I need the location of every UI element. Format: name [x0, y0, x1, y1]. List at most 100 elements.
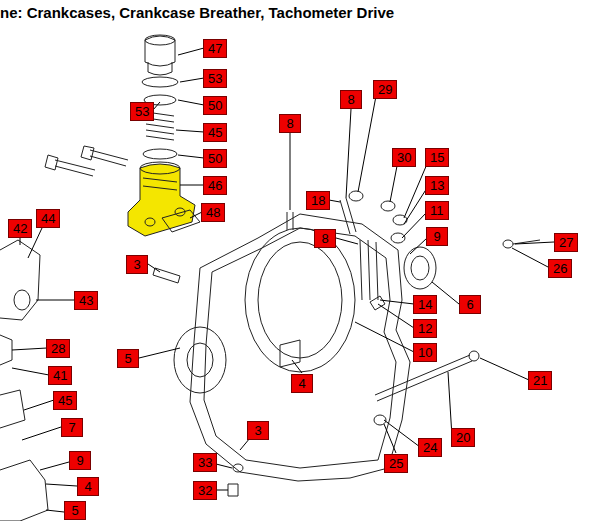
breather-cap	[145, 35, 175, 45]
callout-number-text: 48	[206, 204, 220, 221]
bearing	[187, 343, 213, 377]
oil-seal	[404, 247, 436, 289]
gearbox-part	[0, 335, 12, 365]
callout-number-text: 12	[418, 320, 432, 337]
callout-number-text: 6	[466, 296, 473, 313]
callout-number: 4	[77, 477, 99, 496]
nut	[349, 191, 363, 201]
callout-number-text: 25	[389, 455, 403, 472]
gasket	[162, 210, 200, 232]
callout-number: 6	[459, 295, 481, 314]
callout-number: 29	[373, 80, 397, 99]
callout-number-text: 53	[135, 103, 149, 120]
callout-number-text: 33	[198, 454, 212, 471]
callout-number: 12	[413, 319, 437, 338]
callout-number: 8	[279, 114, 301, 133]
stud	[287, 212, 293, 230]
page-title: ne: Crankcases, Crankcase Breather, Tach…	[0, 4, 394, 21]
callout-number-text: 5	[71, 502, 78, 519]
bolt	[81, 146, 128, 166]
callout-number: 9	[69, 451, 91, 470]
boss	[280, 340, 300, 367]
callout-number-text: 53	[208, 70, 222, 87]
callout-number: 3	[126, 255, 148, 274]
callout-number: 30	[392, 148, 416, 167]
callout-number: 3	[247, 421, 269, 440]
crankcase-bore	[245, 228, 355, 372]
callout-number: 25	[384, 454, 408, 473]
gearbox-part	[0, 460, 48, 521]
crankcase	[190, 214, 410, 481]
callout-number-text: 14	[418, 296, 432, 313]
callout-number: 45	[203, 123, 227, 142]
breather-body	[128, 164, 195, 236]
callout-number-text: 24	[423, 439, 437, 456]
callout-number-text: 45	[208, 124, 222, 141]
callout-number-text: 41	[53, 367, 67, 384]
callout-number: 42	[8, 219, 32, 238]
callout-number-text: 42	[13, 220, 27, 237]
callout-number: 18	[306, 191, 330, 210]
breather-cap	[148, 62, 172, 75]
breather-body	[145, 218, 155, 226]
oil-seal	[411, 256, 429, 280]
callout-number-text: 9	[433, 228, 440, 245]
callout-number: 5	[117, 349, 139, 368]
callout-number-text: 11	[430, 202, 444, 219]
callout-number: 11	[425, 201, 449, 220]
nut	[381, 201, 395, 211]
callout-number-text: 30	[397, 149, 411, 166]
callout-number-text: 50	[208, 150, 222, 167]
stud-end	[370, 296, 385, 310]
callout-number-text: 43	[79, 292, 93, 309]
gearbox-part	[14, 290, 30, 310]
nut	[503, 240, 513, 248]
callout-number: 15	[425, 148, 449, 167]
callout-number-text: 47	[208, 40, 222, 57]
callout-number-text: 28	[51, 340, 65, 357]
callout-number-text: 44	[41, 210, 55, 227]
washer	[391, 233, 405, 243]
callout-number-text: 20	[456, 429, 470, 446]
breather-body	[143, 178, 177, 190]
callout-number: 5	[64, 501, 86, 520]
callout-number-text: 50	[208, 97, 222, 114]
callout-number: 33	[193, 453, 217, 472]
callout-number: 8	[340, 90, 362, 109]
callout-number-text: 8	[347, 91, 354, 108]
callout-number-text: 27	[559, 234, 573, 251]
callout-number-text: 5	[124, 350, 131, 367]
callout-number: 10	[413, 343, 437, 362]
gearbox-part	[0, 390, 25, 428]
callout-number-text: 15	[430, 149, 444, 166]
callout-number-text: 13	[430, 177, 444, 194]
callout-number: 13	[425, 176, 449, 195]
callout-number: 44	[36, 209, 60, 228]
callout-number: 4	[291, 374, 313, 393]
callout-number: 32	[193, 481, 217, 500]
callout-number: 28	[46, 339, 70, 358]
callout-number: 50	[203, 96, 227, 115]
callout-number-text: 3	[254, 422, 261, 439]
callout-number: 21	[528, 371, 552, 390]
bolt	[45, 155, 95, 176]
breather-body	[140, 162, 180, 174]
callout-number-text: 7	[68, 419, 75, 436]
callout-number: 7	[61, 418, 83, 437]
washer	[233, 464, 243, 472]
stud	[340, 198, 356, 234]
callout-number-text: 9	[76, 452, 83, 469]
leader-lines	[12, 48, 554, 512]
callout-number: 41	[48, 366, 72, 385]
gearbox-part	[0, 240, 40, 320]
callout-number-text: 32	[198, 482, 212, 499]
callout-number: 43	[74, 291, 98, 310]
callout-number: 9	[426, 227, 448, 246]
callout-number-text: 46	[208, 177, 222, 194]
callout-number-text: 18	[311, 192, 325, 209]
callout-number: 14	[413, 295, 437, 314]
drain-plug	[228, 484, 238, 496]
callout-number: 27	[554, 233, 578, 252]
